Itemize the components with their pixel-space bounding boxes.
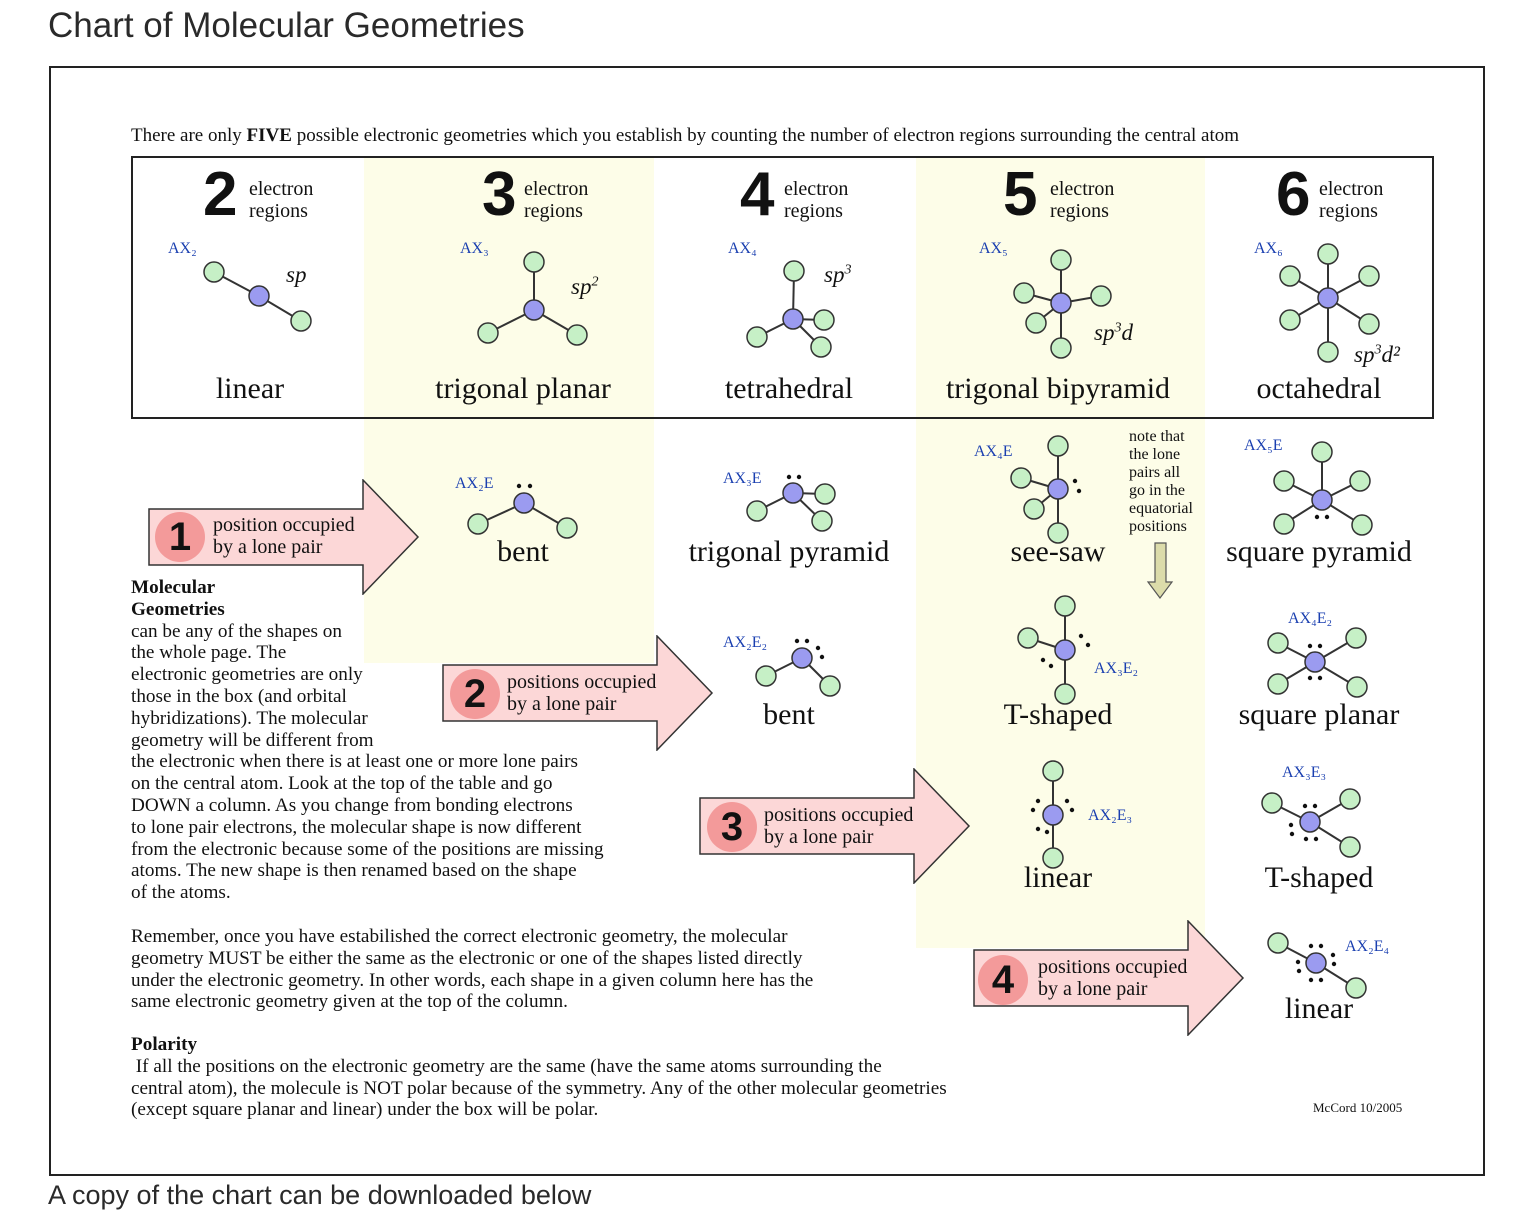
electron-count: 6 xyxy=(1276,160,1311,229)
hybridization-label: sp xyxy=(286,262,307,287)
column-shade-3 xyxy=(364,158,654,663)
electron-count: 4 xyxy=(740,160,775,229)
formula-ax3e: AX₃E xyxy=(723,470,762,487)
molecular-geometries-text: Molecular Geometries can be any of the s… xyxy=(131,577,604,904)
arrow-number-badge: 2 xyxy=(450,669,500,719)
formula-label: AX₅ xyxy=(979,240,1008,257)
formula-ax2e: AX₂E xyxy=(455,475,494,492)
shape-name-ax2e4: linear xyxy=(1284,992,1354,1025)
geometry-name: trigonal bipyramid xyxy=(945,372,1171,405)
shape-name-ax2e2: bent xyxy=(763,698,815,731)
shape-name-ax3e2: T-shaped xyxy=(1003,698,1113,731)
formula-label: AX₆ xyxy=(1254,240,1283,257)
hybridization-label: sp3d xyxy=(1094,320,1133,345)
geometry-name: tetrahedral xyxy=(724,372,854,405)
download-note: A copy of the chart can be downloaded be… xyxy=(48,1180,592,1210)
shape-name-ax4e2: square planar xyxy=(1238,698,1400,731)
intro-text: There are only FIVE possible electronic … xyxy=(131,125,1240,146)
formula-ax4e2: AX₄E₂ xyxy=(1288,610,1333,627)
formula-ax2e3: AX₂E₃ xyxy=(1088,807,1133,824)
remember-text: Remember, once you have estabilished the… xyxy=(131,926,814,1013)
polarity-text: Polarity If all the positions on the ele… xyxy=(131,1034,947,1121)
formula-label: AX₂ xyxy=(168,240,197,257)
formula-ax4e: AX₄E xyxy=(974,443,1013,460)
formula-label: AX₃ xyxy=(460,240,489,257)
page-title: Chart of Molecular Geometries xyxy=(48,6,525,45)
formula-label: AX₄ xyxy=(728,240,757,257)
formula-ax2e2: AX₂E₂ xyxy=(723,634,768,651)
chart-frame xyxy=(49,66,1485,1176)
formula-ax3e2: AX₃E₂ xyxy=(1094,660,1139,677)
electron-count: 2 xyxy=(203,160,238,229)
electron-count: 3 xyxy=(482,160,517,229)
electronic-geometry-box xyxy=(131,156,1434,419)
shape-name-ax4e: see-saw xyxy=(1010,535,1106,568)
shape-name-ax2e: bent xyxy=(497,535,549,568)
geometry-name: linear xyxy=(215,372,285,405)
hybridization-label: sp3d² xyxy=(1354,342,1400,367)
arrow-number-badge: 4 xyxy=(978,955,1028,1005)
shape-name-ax3e: trigonal pyramid xyxy=(688,535,890,568)
arrow-number-badge: 1 xyxy=(155,512,205,562)
shape-name-ax2e3: linear xyxy=(1023,861,1093,894)
hybridization-label: sp3 xyxy=(824,262,852,287)
formula-ax2e4: AX₂E₄ xyxy=(1345,938,1390,955)
hybridization-label: sp2 xyxy=(571,274,599,299)
geometry-name: trigonal planar xyxy=(435,372,611,405)
formula-ax3e3: AX₃E₃ xyxy=(1282,764,1327,781)
shape-name-ax5e: square pyramid xyxy=(1226,535,1412,568)
credit: McCord 10/2005 xyxy=(1313,1100,1403,1115)
arrow-number-badge: 3 xyxy=(707,802,757,852)
geometry-name: octahedral xyxy=(1256,372,1382,405)
shape-name-ax3e3: T-shaped xyxy=(1264,861,1374,894)
formula-ax5e: AX₅E xyxy=(1244,437,1283,454)
electron-count: 5 xyxy=(1003,160,1038,229)
